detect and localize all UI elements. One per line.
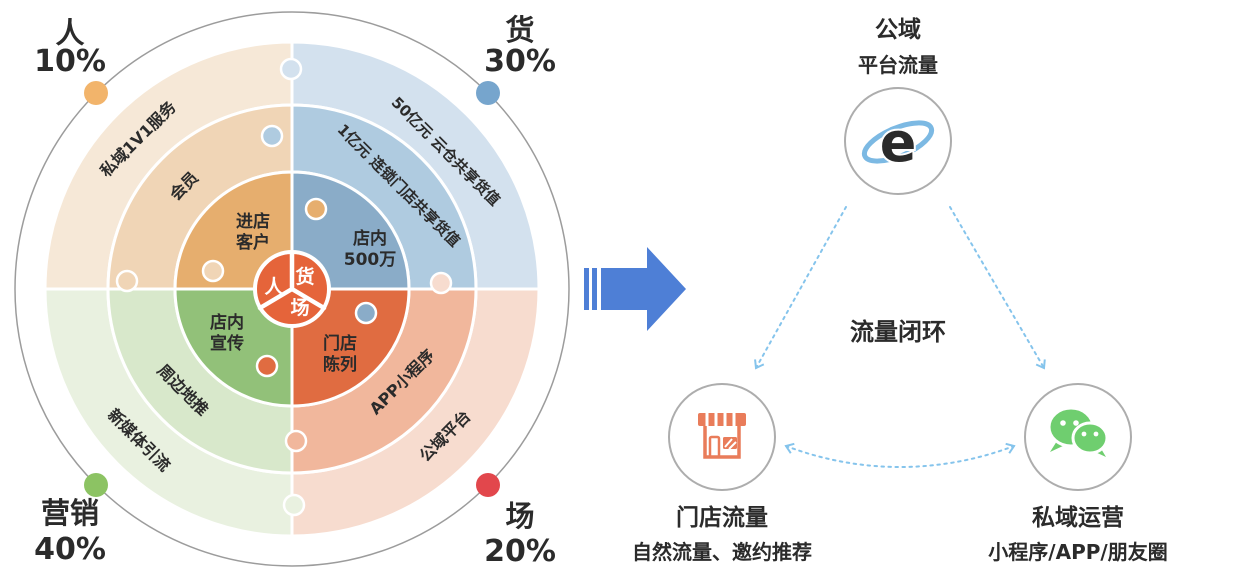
chang-corner-percent: 20% [484,534,556,569]
ren-inner-wedge [173,170,294,291]
public-domain-node-circle [844,87,952,195]
storefront-body [703,426,741,459]
window-glare [724,438,737,450]
private-ops-title: 私域运营 [1032,504,1124,531]
private-ops-node: 私域运营 小程序/APP/朋友圈 [988,383,1168,564]
puzzle-knob [282,493,306,517]
chang-inner-label-line2: 陈列 [323,354,357,375]
chang-corner-label: 场 [505,499,534,533]
yingxiao-corner-label: 营销 [41,496,99,530]
store-node-circle [668,383,776,491]
storefront-icon [698,413,746,459]
dashed-arrow-public-to-private [949,206,1046,370]
traffic-loop-label: 流量闭环 [850,318,946,346]
quadrant-ren [43,40,294,291]
public-domain-node: 公域 平台流量 e [844,16,952,195]
ren-dot [84,81,108,105]
puzzle-knob [429,271,453,295]
wechat-eye [1093,431,1099,437]
quadrant-yingxiao [43,287,294,538]
arrow-body [601,247,686,331]
huo-inner-label-line1: 店内 [353,228,387,249]
chang-inner-wedge [290,287,411,408]
storefront-door [708,435,721,459]
chang-inner-label-line1: 门店 [323,333,357,354]
private-ops-subtitle: 小程序/APP/朋友圈 [988,540,1167,564]
arrow-stripe [592,268,597,310]
puzzle-knob [201,259,225,283]
corner-annotations: 人 10% 货 30% 场 20% 营销 40% [34,13,556,569]
storefront-awning [698,413,746,426]
wechat-icon [1047,406,1109,457]
puzzle-knob [284,429,308,453]
ren-corner-label: 人 [55,16,84,50]
store-traffic-title: 门店流量 [676,504,768,531]
dashed-arrow-public-to-store [754,206,847,370]
ren-inner-label-line1: 进店 [236,211,270,232]
puzzle-knob [354,301,378,325]
arrow-stripe [584,268,589,310]
ren-inner-label-line2: 客户 [235,232,270,253]
dashed-arrow-store-private-bidirectional [784,442,1016,468]
outer-boundary-circle [14,11,570,567]
ie-browser-icon: e [861,109,935,176]
puzzle-knobs [115,57,453,517]
yingxiao-corner-percent: 40% [34,532,106,567]
store-traffic-subtitle: 自然流量、邀约推荐 [632,540,812,564]
traffic-loop-diagram: 公域 平台流量 e 流量闭环 门店流量 自然流量、邀约推荐 [632,16,1168,564]
ie-e-glyph: e [880,111,917,174]
huo-corner-percent: 30% [484,44,556,79]
yingxiao-dot [84,473,108,497]
puzzle-knob [255,354,279,378]
striped-right-arrow [584,247,686,331]
huo-inner-label-line2: 500万 [344,250,397,270]
center-hub: 人 货 场 [253,249,331,328]
wechat-small-bubble [1071,421,1109,455]
puzzle-knob [279,57,303,81]
yingxiao-inner-label-line2: 宣传 [210,333,244,354]
wechat-eye [1081,431,1087,437]
wechat-eye [1060,420,1066,426]
ren-corner-percent: 10% [34,44,106,79]
yingxiao-inner-label-line1: 店内 [210,312,244,333]
quadrant-huo [290,40,541,291]
awning-stripes [705,413,736,426]
wechat-eye [1073,420,1079,426]
people-goods-place-puzzle-chart: 私域1V1服务 会员 进店 客户 50亿元 云仓共享货值 1亿元 连锁门店共享货… [14,11,570,569]
puzzle-knob [304,197,328,221]
huo-dot [476,81,500,105]
puzzle-knob [115,269,139,293]
public-domain-subtitle: 平台流量 [858,53,938,77]
ie-orbit [861,120,935,164]
quadrant-chang [290,287,541,538]
store-traffic-node: 门店流量 自然流量、邀约推荐 [632,383,812,564]
yingxiao-inner-wedge [173,287,294,408]
center-label-huo: 货 [295,265,314,288]
center-label-ren: 人 [264,276,284,298]
huo-corner-label: 货 [505,13,534,47]
center-label-chang: 场 [290,297,309,319]
center-dividers [257,249,327,311]
public-domain-title: 公域 [875,16,921,43]
puzzle-knob [260,124,284,148]
chang-dot [476,473,500,497]
